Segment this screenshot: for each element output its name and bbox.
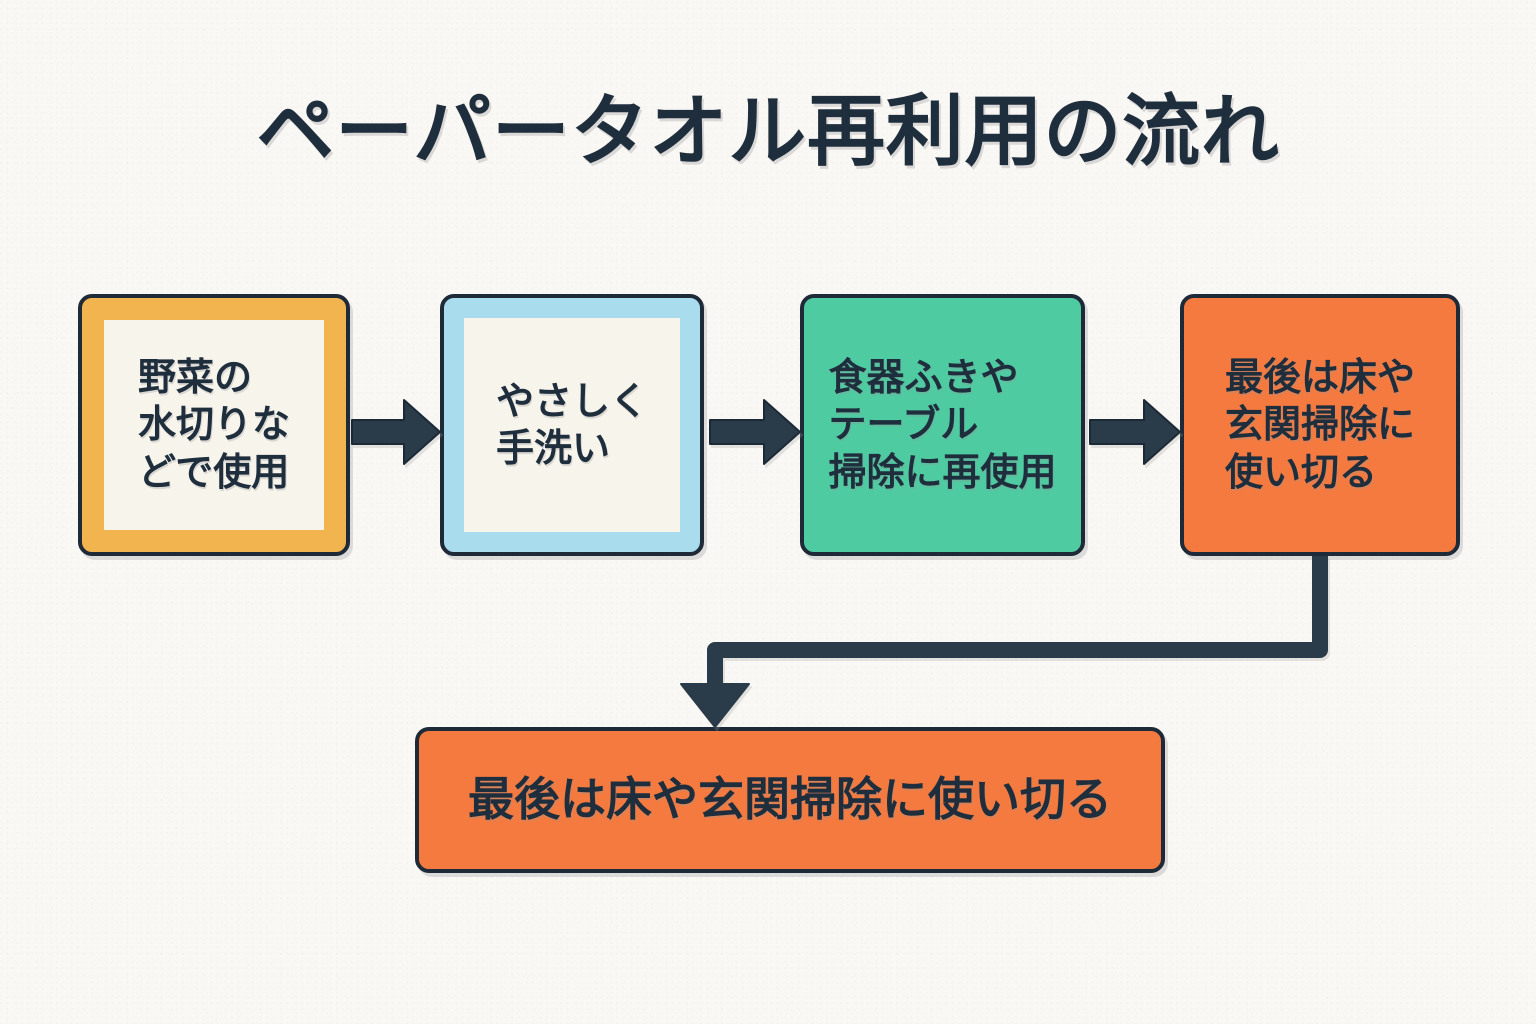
flow-step-box-2-label: やさしく 手洗い: [495, 378, 648, 470]
flow-step-box-1[interactable]: 野菜の 水切りな どで使用: [78, 294, 350, 556]
arrow-step4-to-summary-icon: [680, 556, 1328, 728]
flow-step-box-2[interactable]: やさしく 手洗い: [440, 294, 704, 556]
flow-step-box-3[interactable]: 食器ふきや テーブル 掃除に再使用: [800, 294, 1085, 556]
page-title: ペーパータオル再利用の流れ: [256, 87, 1280, 177]
flow-summary-box-label: 最後は床や玄関掃除に使い切る: [468, 772, 1112, 827]
arrow-step2-to-step3-icon: [709, 399, 801, 465]
flow-step-box-1-label: 野菜の 水切りな どで使用: [137, 355, 290, 494]
flow-step-box-3-label: 食器ふきや テーブル 掃除に再使用: [828, 355, 1057, 494]
flow-step-box-2-inner: やさしく 手洗い: [464, 318, 680, 532]
arrow-step1-to-step2-icon: [351, 399, 441, 465]
flow-summary-box[interactable]: 最後は床や玄関掃除に使い切る: [415, 727, 1165, 873]
flow-step-box-1-inner: 野菜の 水切りな どで使用: [104, 320, 324, 530]
arrow-step3-to-step4-icon: [1089, 399, 1181, 465]
flow-step-box-4[interactable]: 最後は床や 玄関掃除に 使い切る: [1180, 294, 1460, 556]
flow-step-box-4-label: 最後は床や 玄関掃除に 使い切る: [1224, 355, 1415, 494]
